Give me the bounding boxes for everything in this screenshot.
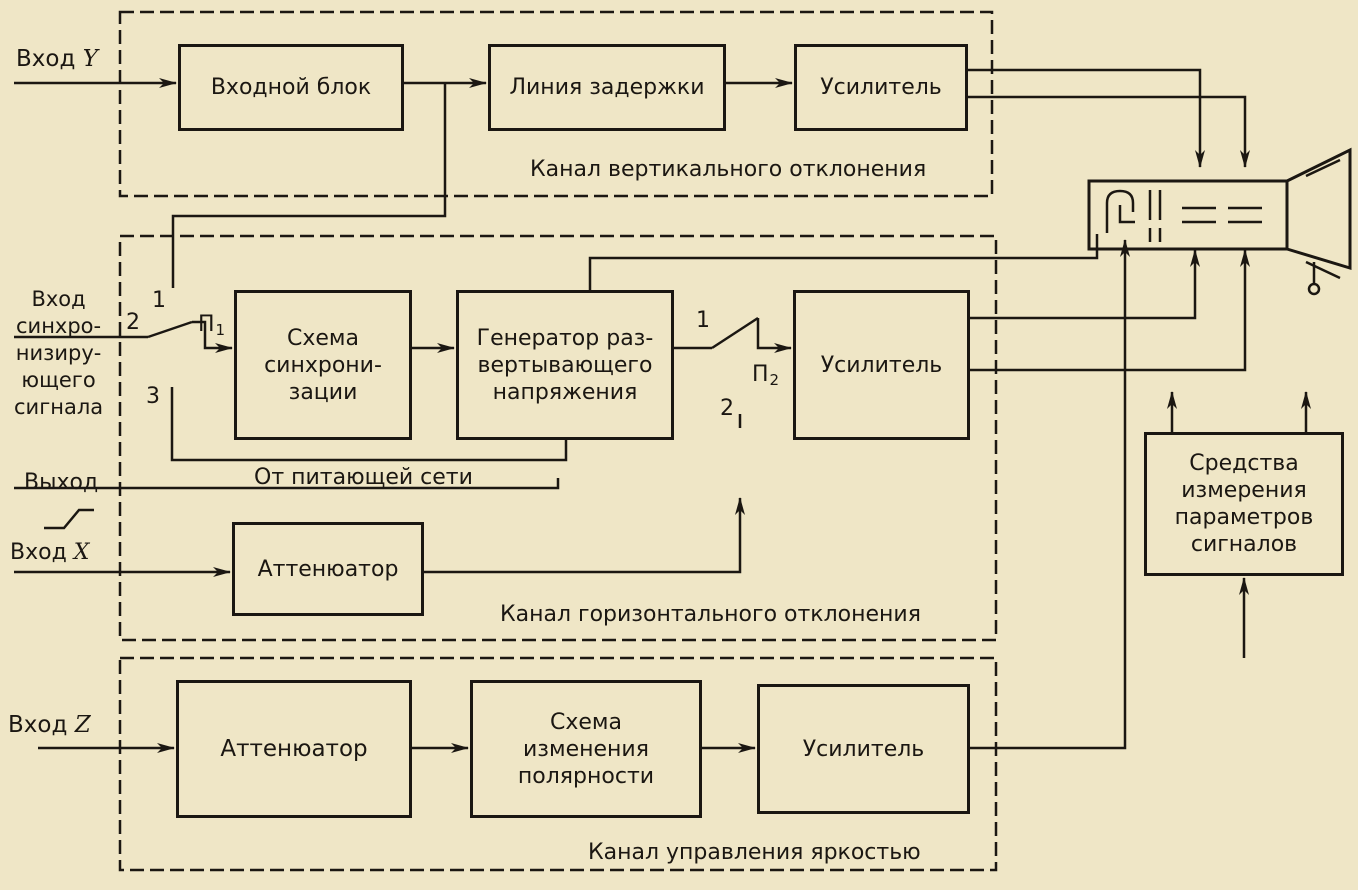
attenuator-x-block: Аттенюатор	[232, 522, 424, 616]
switch-p2-pos1-label: 1	[696, 308, 710, 333]
wire-amp-to-crt-plate-2	[968, 95, 1250, 168]
input-x-label: Вход X	[10, 540, 90, 565]
input-z-label: Вход Z	[8, 712, 91, 738]
switch-p1-blade	[147, 320, 193, 339]
sync-input-label: Вход синхро- низиру- ющего сигнала	[14, 287, 104, 419]
horizontal-channel-caption: Канал горизонтального отклонения	[500, 602, 921, 627]
vertical-amplifier-block: Усилитель	[794, 44, 968, 131]
horizontal-amplifier-block: Усилитель	[793, 290, 970, 440]
switch-p1-pos3-label: 3	[146, 384, 160, 409]
switch-p1-label: П1	[198, 312, 226, 339]
vertical-channel-frame	[118, 10, 994, 198]
brightness-channel-caption: Канал управления яркостью	[588, 840, 921, 865]
switch-p2-label: П2	[752, 362, 780, 389]
measurement-block: Средства измерения параметров сигналов	[1144, 432, 1344, 576]
wire-mains	[170, 387, 568, 462]
sync-circuit-block: Схема синхрони- зации	[234, 290, 412, 440]
wire-hamp-to-crt-1	[970, 249, 1200, 320]
switch-p2-blade	[711, 316, 759, 350]
switch-p2-pos2-label: 2	[720, 396, 734, 421]
vertical-channel-caption: Канал вертикального отклонения	[530, 157, 927, 182]
crt-tube-icon	[1087, 147, 1352, 296]
wire-att-x-to-p2	[424, 497, 745, 574]
output-pulse-symbol	[44, 508, 94, 530]
switch-p1-pos1-label: 1	[152, 288, 166, 313]
wire-amp-to-crt-plate-1	[968, 68, 1205, 168]
switch-p1-pos2-label: 2	[126, 310, 140, 335]
brightness-channel-frame	[118, 656, 998, 872]
wire-p1-to-sync	[192, 320, 233, 353]
wire-p2-to-amp	[756, 318, 792, 353]
polarity-circuit-block: Схема изменения полярности	[470, 680, 702, 818]
wire-sweep-to-crt	[588, 234, 1099, 290]
mains-label: От питающей сети	[254, 465, 473, 490]
wire-internal-sync	[171, 83, 447, 288]
wire-sync-output	[14, 478, 560, 490]
delay-line-block: Линия задержки	[488, 44, 726, 131]
wire-hamp-to-crt-2	[970, 249, 1250, 372]
sweep-generator-block: Генератор раз- вертывающего напряжения	[456, 290, 674, 440]
input-block: Входной блок	[178, 44, 404, 131]
wire-zamp-to-crt	[970, 239, 1130, 750]
output-label: Выход	[24, 470, 99, 495]
attenuator-z-block: Аттенюатор	[176, 680, 412, 818]
input-y-label: Вход Y	[16, 46, 98, 72]
brightness-amplifier-block: Усилитель	[757, 684, 970, 814]
